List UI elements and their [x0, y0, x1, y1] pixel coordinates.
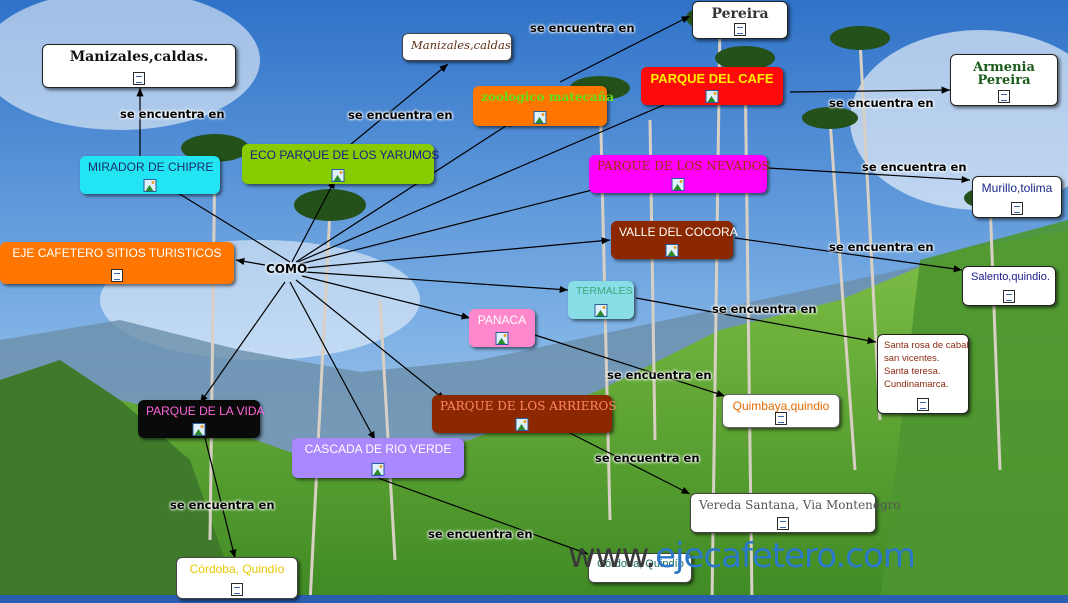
node-label: Armenia Pereira	[973, 60, 1035, 88]
node-label: MIRADOR DE CHIPRE	[88, 160, 214, 174]
link-label-mirador: se encuentra en	[120, 107, 225, 121]
node-label: ECO PARQUE DE LOS YARUMOS	[250, 148, 440, 162]
node-termales[interactable]: TERMALES	[568, 281, 634, 319]
node-label: VALLE DEL COCORA	[619, 225, 738, 239]
node-parque-del-cafe[interactable]: PARQUE DEL CAFE	[641, 67, 783, 105]
node-label-line-3: Santa teresa.	[884, 366, 941, 377]
link-label-cocora: se encuentra en	[829, 240, 934, 254]
node-label: Manizales,caldas.	[69, 49, 209, 65]
note-icon[interactable]	[111, 269, 123, 282]
node-label: PARQUE DE LOS NEVADOS	[597, 159, 770, 173]
node-manizales-caldas[interactable]: Manizales,caldas	[402, 33, 512, 61]
node-murillo-tolima[interactable]: Murillo,tolima	[972, 176, 1062, 218]
node-mirador-de-chipre[interactable]: MIRADOR DE CHIPRE	[80, 156, 220, 194]
node-label-line-1: Santa rosa de cabal.	[884, 340, 972, 351]
watermark-www: www.	[568, 536, 656, 576]
node-parque-de-los-nevados[interactable]: PARQUE DE LOS NEVADOS	[589, 155, 770, 193]
link-label-cascada: se encuentra en	[428, 527, 533, 541]
center-concept-como[interactable]: COMO	[266, 262, 308, 276]
node-salento-quindio[interactable]: Salento,quindio.	[962, 266, 1056, 306]
node-label: PARQUE DEL CAFE	[650, 71, 774, 86]
node-parque-de-la-vida[interactable]: PARQUE DE LA VIDA	[138, 400, 265, 438]
note-icon[interactable]	[133, 72, 145, 85]
link-label-arrieros: se encuentra en	[595, 451, 700, 465]
node-zoologico-matecana[interactable]: zoologico matecaña	[473, 86, 615, 126]
image-icon[interactable]	[495, 332, 509, 345]
node-label: zoologico matecaña	[481, 90, 615, 104]
node-label: PARQUE DE LA VIDA	[146, 404, 265, 418]
note-icon[interactable]	[734, 23, 746, 36]
node-pereira[interactable]: Pereira	[692, 1, 788, 39]
note-icon[interactable]	[998, 90, 1010, 103]
node-panaca[interactable]: PANACA	[469, 309, 535, 347]
node-manizales-caldas-bold[interactable]: Manizales,caldas.	[42, 44, 236, 88]
node-label: Córdoba, Quindío	[189, 562, 285, 576]
node-label: Córdoba, Quindío	[597, 558, 684, 570]
image-icon[interactable]	[515, 418, 529, 431]
node-cascada-rio-verde[interactable]: CASCADA DE RIO VERDE	[292, 438, 464, 478]
node-label: Manizales,caldas	[411, 38, 511, 52]
node-label: Quimbaya,quindio	[732, 399, 830, 413]
node-vereda-santana[interactable]: Vereda Santana, Via Montenegro	[690, 493, 901, 533]
link-label-nevados: se encuentra en	[862, 160, 967, 174]
node-label: PARQUE DE LOS ARRIEROS	[440, 399, 617, 413]
watermark-ejecafetero: www.ejecafetero.com	[568, 536, 916, 576]
image-icon[interactable]	[665, 244, 679, 257]
image-icon[interactable]	[671, 178, 685, 191]
node-armenia-pereira[interactable]: Armenia Pereira	[950, 54, 1058, 106]
note-icon[interactable]	[917, 398, 929, 411]
link-label-zoologico: se encuentra en	[530, 21, 635, 35]
link-label-cafe: se encuentra en	[829, 96, 934, 110]
note-icon[interactable]	[1003, 290, 1015, 303]
node-quimbaya-quindio[interactable]: Quimbaya,quindio	[722, 394, 840, 428]
node-cordoba-quindio-left[interactable]: Córdoba, Quindío	[176, 557, 298, 599]
image-icon[interactable]	[192, 423, 206, 436]
image-icon[interactable]	[705, 90, 719, 103]
link-label-panaca: se encuentra en	[607, 368, 712, 382]
node-label: PANACA	[477, 313, 527, 327]
node-label: Salento,quindio.	[971, 271, 1050, 283]
node-label-line-2: san vicentes.	[884, 353, 940, 364]
node-label-line-4: Cundinamarca.	[884, 379, 949, 390]
note-icon[interactable]	[231, 583, 243, 596]
watermark-domain: ejecafetero.com	[655, 536, 916, 576]
node-eco-parque-yarumos[interactable]: ECO PARQUE DE LOS YARUMOS	[242, 144, 440, 184]
image-icon[interactable]	[533, 111, 547, 124]
link-label-termales: se encuentra en	[712, 302, 817, 316]
link-label-ecoparque: se encuentra en	[348, 108, 453, 122]
node-label: EJE CAFETERO SITIOS TURISTICOS	[12, 246, 222, 260]
node-label: Pereira	[711, 6, 769, 22]
note-icon[interactable]	[775, 412, 787, 425]
node-cordoba-quindio-right[interactable]: Córdoba, Quindío	[588, 553, 692, 583]
node-eje-cafetero[interactable]: EJE CAFETERO SITIOS TURISTICOS	[0, 242, 234, 284]
image-icon[interactable]	[331, 169, 345, 182]
node-valle-del-cocora[interactable]: VALLE DEL COCORA	[611, 221, 738, 259]
link-label-vida: se encuentra en	[170, 498, 275, 512]
node-santa-rosa[interactable]: Santa rosa de cabal. san vicentes. Santa…	[877, 334, 972, 414]
node-label: Murillo,tolima	[981, 181, 1053, 195]
image-icon[interactable]	[143, 179, 157, 192]
image-icon[interactable]	[371, 463, 385, 476]
image-icon[interactable]	[594, 304, 608, 317]
node-parque-de-los-arrieros[interactable]: PARQUE DE LOS ARRIEROS	[432, 395, 617, 433]
note-icon[interactable]	[1011, 202, 1023, 215]
node-label: Vereda Santana, Via Montenegro	[699, 498, 901, 512]
note-icon[interactable]	[777, 517, 789, 530]
node-label: CASCADA DE RIO VERDE	[304, 442, 452, 456]
node-label: TERMALES	[576, 285, 633, 297]
